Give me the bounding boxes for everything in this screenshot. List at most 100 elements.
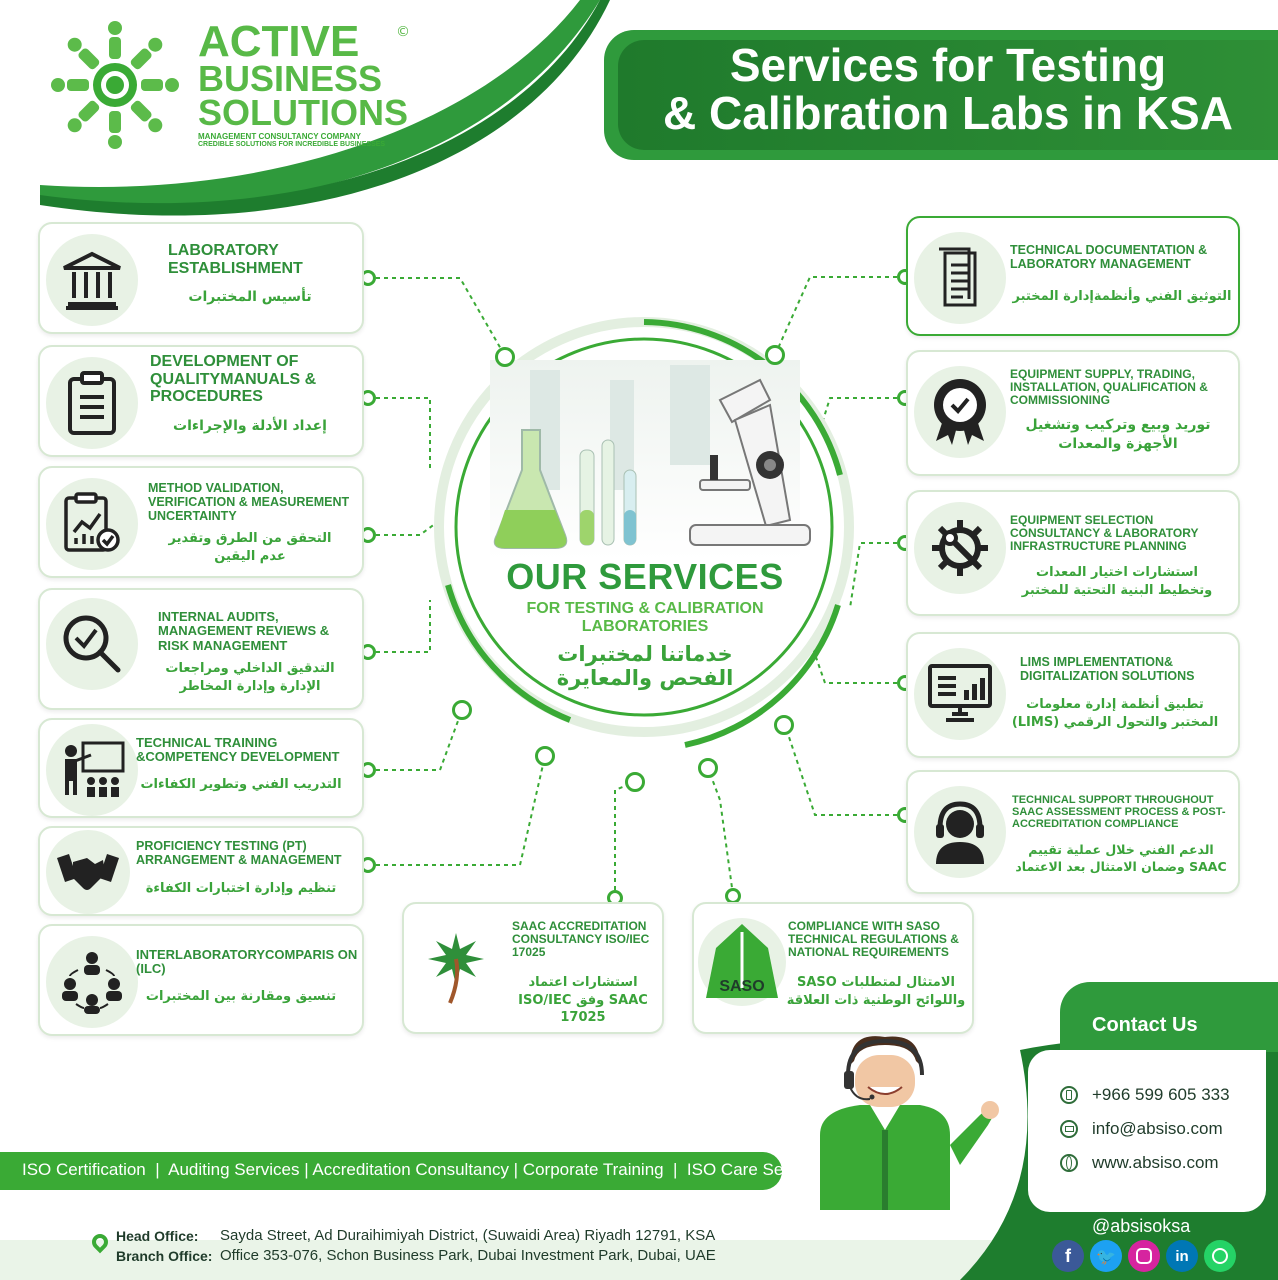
card-arabic: التوثيق الفني وأنظمةإدارة المختبر xyxy=(1012,289,1232,304)
card-arabic: تنظيم وإدارة اختبارات الكفاءة xyxy=(145,881,337,896)
page-title-line1: Services for Testing xyxy=(729,39,1167,91)
twitter-icon[interactable]: 🐦 xyxy=(1090,1240,1122,1272)
service-card-technical-training: TECHNICAL TRAINING &COMPETENCY DEVELOPME… xyxy=(38,718,364,818)
card-title: DEVELOPMENT OF QUALITYMANUALS & PROCEDUR… xyxy=(150,353,317,406)
card-title: SAAC ACCREDITATION CONSULTANCY ISO/IEC 1… xyxy=(512,919,650,960)
brand-name-line2: BUSINESS xyxy=(198,58,383,100)
card-arabic: الدعم الفني خلال عملية تقييم SAAC وضمان … xyxy=(1015,842,1227,874)
center-sub1: FOR TESTING & CALIBRATION xyxy=(526,600,764,617)
service-card-quality-manuals: DEVELOPMENT OF QUALITYMANUALS & PROCEDUR… xyxy=(38,345,364,457)
center-sub2: LABORATORIES xyxy=(581,618,709,635)
node xyxy=(774,715,794,735)
magnifier-check-icon xyxy=(46,598,138,690)
badge-check-icon xyxy=(914,366,1006,458)
card-arabic: توريد وبيع وتركيب وتشغيل الأجهزة والمعدا… xyxy=(1025,417,1211,452)
node xyxy=(765,345,785,365)
service-card-proficiency-testing: PROFICIENCY TESTING (PT) ARRANGEMENT & M… xyxy=(38,826,364,916)
headset-icon xyxy=(914,786,1006,878)
node xyxy=(535,746,555,766)
copyright-mark: © xyxy=(396,24,410,40)
card-arabic: تأسيس المختبرات xyxy=(188,289,312,305)
card-title: TECHNICAL TRAINING &COMPETENCY DEVELOPME… xyxy=(136,735,340,765)
card-title: INTERLABORATORYCOMPARIS ON (ILC) xyxy=(136,947,358,977)
logo-people-icon xyxy=(51,21,179,149)
whatsapp-icon[interactable] xyxy=(1204,1240,1236,1272)
node xyxy=(495,347,515,367)
social-links: f 🐦 in xyxy=(1052,1240,1236,1272)
service-card-equipment-selection: EQUIPMENT SELECTION CONSULTANCY & LABORA… xyxy=(906,490,1240,616)
service-card-technical-documentation: TECHNICAL DOCUMENTATION & LABORATORY MAN… xyxy=(906,216,1240,336)
saac-logo-icon xyxy=(410,922,502,1014)
brand-tagline2: CREDIBLE SOLUTIONS FOR INCREDIBLE BUSINE… xyxy=(198,141,386,149)
service-card-method-validation: METHOD VALIDATION, VERIFICATION & MEASUR… xyxy=(38,466,364,578)
branch-office-label: Branch Office: xyxy=(116,1248,213,1264)
head-office-label: Head Office: xyxy=(116,1228,199,1244)
brand-tagline1: MANAGEMENT CONSULTANCY COMPANY xyxy=(198,131,361,141)
card-title: LIMS IMPLEMENTATION& DIGITALIZATION SOLU… xyxy=(1020,655,1195,683)
service-card-interlaboratory-comparison: INTERLABORATORYCOMPARIS ON (ILC) تنسيق و… xyxy=(38,924,364,1036)
contact-phone[interactable]: +966 599 605 333 xyxy=(1092,1085,1230,1104)
head-office-address: Sayda Street, Ad Duraihimiyah District, … xyxy=(220,1227,716,1244)
contact-heading: Contact Us xyxy=(1092,1014,1198,1036)
center-arabic2: الفحص والمعايرة xyxy=(556,666,734,690)
card-arabic: التدريب الفني وتطوير الكفاءات xyxy=(140,777,342,792)
contact-panel-shape xyxy=(1060,982,1278,1052)
branch-office-address: Office 353-076, Schon Business Park, Dub… xyxy=(220,1247,716,1264)
card-arabic: التحقق من الطرق وتقدير عدم اليقين xyxy=(168,531,332,564)
training-icon xyxy=(46,724,138,816)
logo xyxy=(40,10,200,160)
instagram-icon[interactable] xyxy=(1128,1240,1160,1272)
services-bar-text: ISO Certification | Auditing Services | … xyxy=(22,1160,828,1179)
card-arabic: تنسيق ومقارنة بين المختبرات xyxy=(145,989,337,1004)
center-heading: OUR SERVICES xyxy=(506,556,784,597)
card-arabic: استشارات اعتماد SAAC وفق ISO/IEC 17025 xyxy=(518,975,648,1026)
linkedin-icon[interactable]: in xyxy=(1166,1240,1198,1272)
card-title: EQUIPMENT SELECTION CONSULTANCY & LABORA… xyxy=(1010,513,1199,554)
social-handle: @absisoksa xyxy=(1092,1216,1191,1236)
card-arabic: إعداد الأدلة والإجراءات xyxy=(173,418,327,434)
saso-logo-icon: SASO xyxy=(698,918,786,1006)
email-icon xyxy=(1060,1120,1078,1138)
card-arabic: التدقيق الداخلي ومراجعات الإدارة وإدارة … xyxy=(165,661,335,694)
card-arabic: استشارات اختيار المعدات وتخطيط البنية ال… xyxy=(1021,565,1213,598)
clipboard-icon xyxy=(46,357,138,449)
saso-logo-text: SASO xyxy=(719,978,765,995)
chart-check-icon xyxy=(46,478,138,570)
center-arabic1: خدماتنا لمختبرات xyxy=(557,642,733,666)
people-network-icon xyxy=(46,936,138,1028)
gear-wrench-icon xyxy=(914,502,1006,594)
service-card-internal-audits: INTERNAL AUDITS, MANAGEMENT REVIEWS & RI… xyxy=(38,588,364,710)
contact-email[interactable]: info@absiso.com xyxy=(1092,1119,1223,1138)
node xyxy=(625,772,645,792)
building-icon xyxy=(46,234,138,326)
card-title: EQUIPMENT SUPPLY, TRADING, INSTALLATION,… xyxy=(1010,367,1208,408)
header-swoosh xyxy=(40,0,610,216)
phone-icon xyxy=(1060,1086,1078,1104)
service-card-saac-accreditation: SAAC ACCREDITATION CONSULTANCY ISO/IEC 1… xyxy=(402,902,664,1034)
monitor-chart-icon xyxy=(914,648,1006,740)
service-card-technical-support: TECHNICAL SUPPORT THROUGHOUT SAAC ASSESS… xyxy=(906,770,1240,894)
lab-equipment-image xyxy=(490,360,811,560)
node xyxy=(452,700,472,720)
globe-icon xyxy=(1060,1154,1078,1172)
facebook-icon[interactable]: f xyxy=(1052,1240,1084,1272)
contact-website-row[interactable]: www.absiso.com xyxy=(1060,1146,1230,1180)
service-card-laboratory-establishment: LABORATORY ESTABLISHMENT تأسيس المختبرات xyxy=(38,222,364,334)
card-title: TECHNICAL DOCUMENTATION & LABORATORY MAN… xyxy=(1010,243,1208,271)
card-title: TECHNICAL SUPPORT THROUGHOUT SAAC ASSESS… xyxy=(1012,794,1226,831)
card-title: LABORATORY ESTABLISHMENT xyxy=(168,242,303,277)
service-card-equipment-supply: EQUIPMENT SUPPLY, TRADING, INSTALLATION,… xyxy=(906,350,1240,476)
card-arabic: تطبيق أنظمة إدارة معلومات المختبر والتحو… xyxy=(1011,697,1219,730)
node xyxy=(698,758,718,778)
card-title: PROFICIENCY TESTING (PT) ARRANGEMENT & M… xyxy=(136,839,342,867)
document-icon xyxy=(914,232,1006,324)
service-card-lims: LIMS IMPLEMENTATION& DIGITALIZATION SOLU… xyxy=(906,632,1240,758)
handshake-icon xyxy=(46,830,130,914)
contact-phone-row[interactable]: +966 599 605 333 xyxy=(1060,1078,1230,1112)
card-arabic: الامتثال لمتطلبات SASO واللوائح الوطنية … xyxy=(786,975,966,1008)
contact-email-row[interactable]: info@absiso.com xyxy=(1060,1112,1230,1146)
contact-website[interactable]: www.absiso.com xyxy=(1092,1153,1219,1172)
service-card-saso-compliance: SASO COMPLIANCE WITH SASO TECHNICAL REGU… xyxy=(692,902,974,1034)
card-title: COMPLIANCE WITH SASO TECHNICAL REGULATIO… xyxy=(788,919,959,960)
